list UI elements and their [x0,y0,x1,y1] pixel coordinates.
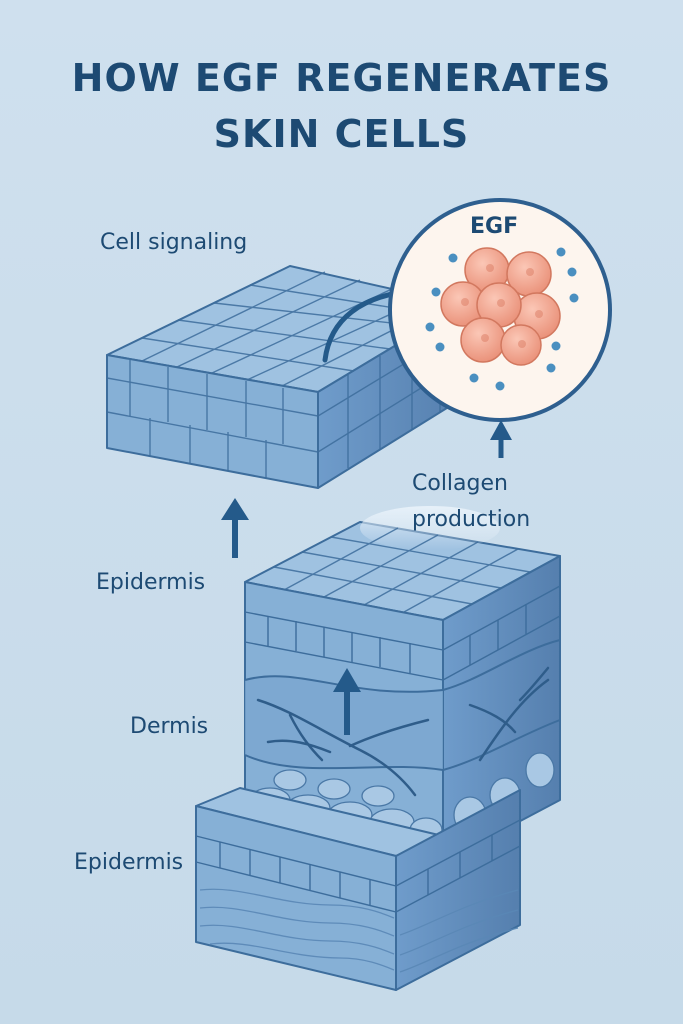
cell-signaling-label: Cell signaling [100,230,248,255]
collagen-label-line-1: Collagen [412,471,508,496]
collagen-label-line-2: production [412,507,531,532]
title-line-2: SKIN CELLS [213,112,470,156]
epidermis-label-upper: Epidermis [96,570,206,595]
collagen-arrow [490,420,512,458]
mist-highlight [360,506,500,550]
middle-block-top-grid [273,527,531,613]
dermis-up-arrow [333,668,361,735]
dermis-label: Dermis [130,714,209,739]
skin-cell-cluster [440,247,561,366]
collagen-production-label: Collagen production [412,466,530,538]
title-line-1: HOW EGF REGENERATES [71,56,612,100]
egf-label: EGF [470,214,519,239]
cell-nuclei [461,264,543,348]
egf-circle [388,198,612,422]
epidermis-label-lower: Epidermis [74,850,184,875]
bottom-skin-block [195,787,521,991]
bottom-block-bricks [195,819,521,913]
middle-block-epidermis-bricks [244,585,561,681]
epidermis-up-arrow [221,498,249,558]
egf-molecule-dots [425,247,579,391]
bottom-block-waves [199,888,519,973]
